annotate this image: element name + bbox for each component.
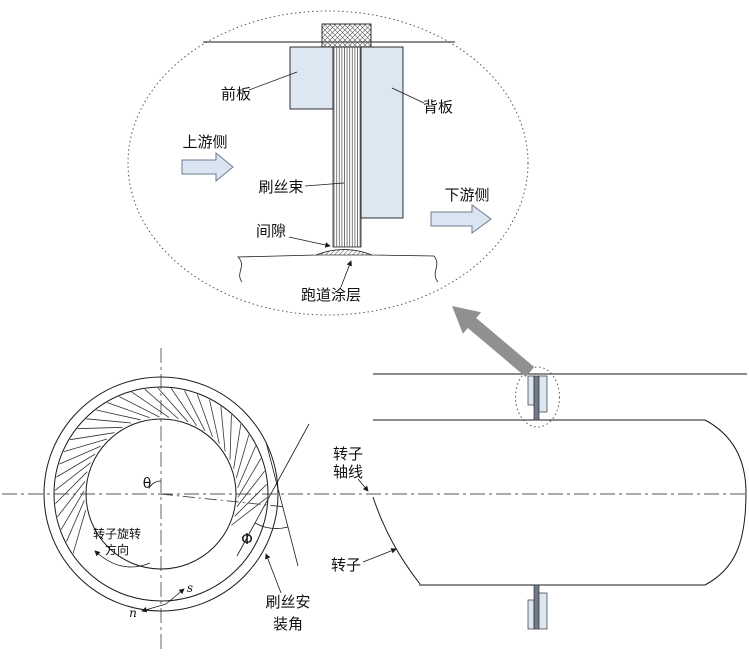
upstream-label: 上游侧	[182, 134, 227, 151]
detail-bubble: 前板 背板 上游侧 刷丝束 下游侧 间隙 跑道涂层	[127, 10, 529, 316]
mini-seal-bottom	[527, 584, 548, 630]
phi-arc	[254, 522, 289, 529]
runway-coating	[315, 249, 373, 256]
detail-callout-arrow	[452, 306, 535, 377]
rotor-label: 转子	[331, 557, 361, 574]
bristle-clamp	[321, 23, 372, 48]
front-view: θ Φ 转子旋转 方向 s n 刷丝安 装角	[2, 348, 747, 650]
rotor-axis-label-line1: 转子	[333, 446, 363, 463]
n-label: n	[129, 606, 137, 620]
phi-label: Φ	[241, 530, 253, 548]
inner-housing-circle	[53, 386, 269, 602]
tangent-line	[265, 441, 299, 567]
mini-front-plate-bottom	[527, 599, 535, 630]
clearance-label: 间隙	[256, 223, 286, 240]
bristle-direction-line	[236, 423, 310, 557]
mini-seal-top	[515, 366, 560, 428]
theta-label: θ	[143, 476, 152, 492]
mini-bristles-top	[533, 375, 540, 421]
rotation-label-line2: 方向	[105, 542, 129, 557]
rotor-axis-label-line2: 轴线	[333, 464, 363, 481]
side-view: 转子 轴线 转子	[331, 366, 747, 630]
back-plate	[360, 46, 404, 219]
coating-label: 跑道涂层	[301, 287, 361, 304]
coating-arrow	[340, 260, 352, 288]
rotor-left-end-arc	[372, 496, 421, 585]
rotation-direction-arrow	[94, 550, 151, 568]
bristle-leader	[304, 182, 345, 187]
bristle-lay-hatch	[54, 387, 268, 554]
upstream-flow-arrow	[181, 151, 234, 183]
rotor-right-end-bottom-arc	[704, 491, 747, 586]
rotor-leader	[362, 548, 397, 563]
back-plate-leader	[391, 87, 425, 104]
front-plate-leader	[248, 71, 298, 91]
n-axis-arrow	[141, 603, 167, 613]
outer-housing-circle	[43, 376, 279, 612]
s-axis-arrow	[165, 588, 185, 605]
mini-seal-callout-circle	[515, 366, 560, 428]
bristle-label: 刷丝束	[258, 179, 303, 196]
detail-bubble-outline	[127, 10, 529, 316]
rotation-label-line1: 转子旋转	[93, 526, 141, 541]
rotor-axis-leader	[357, 478, 369, 492]
clearance-arrow	[288, 236, 331, 248]
downstream-label: 下游侧	[444, 187, 489, 204]
mini-back-plate-bottom	[538, 592, 548, 630]
mini-front-plate-top	[527, 375, 535, 406]
back-plate-label: 背板	[423, 98, 453, 116]
mini-bristles-bottom	[533, 584, 540, 630]
front-plate	[289, 46, 334, 110]
front-plate-label: 前板	[221, 85, 251, 103]
bristle-pack	[332, 46, 362, 248]
mini-back-plate-top	[538, 375, 548, 413]
rotor-right-end-top-arc	[704, 419, 747, 494]
install-angle-line2: 装角	[273, 616, 303, 633]
s-label: s	[187, 581, 193, 595]
downstream-flow-arrow	[430, 204, 492, 234]
theta-arc	[148, 480, 162, 489]
bristle-bore-circle	[85, 418, 237, 570]
install-angle-line1: 刷丝安	[265, 594, 310, 611]
install-angle-leader	[265, 553, 282, 594]
